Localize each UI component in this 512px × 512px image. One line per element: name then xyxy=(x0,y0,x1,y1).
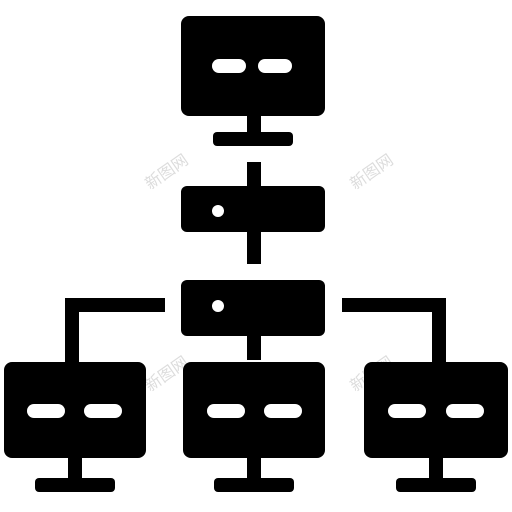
monitor-bottom-right xyxy=(364,362,508,492)
screen-indicator xyxy=(212,59,246,73)
server-led xyxy=(212,300,224,312)
monitor-top xyxy=(181,16,325,146)
monitor-base xyxy=(35,478,115,492)
monitor-stand xyxy=(429,458,443,480)
monitor-stand xyxy=(68,458,82,480)
monitor-base xyxy=(213,132,293,146)
connector-right-horizontal xyxy=(342,298,446,312)
connector-right-vertical xyxy=(432,298,446,364)
connector-left-horizontal xyxy=(65,298,165,312)
server-unit-upper xyxy=(181,186,325,232)
watermark-text: 新图网 xyxy=(346,150,396,193)
monitor-screen xyxy=(181,16,325,116)
screen-indicator xyxy=(264,404,302,418)
connector-bottom xyxy=(247,336,261,360)
monitor-bottom-left xyxy=(4,362,146,492)
connector-left-vertical xyxy=(65,298,79,364)
server-unit-lower xyxy=(181,280,325,336)
monitor-stand xyxy=(247,458,261,480)
screen-indicator xyxy=(388,404,426,418)
connectors xyxy=(65,162,446,364)
screen-indicator xyxy=(84,404,122,418)
screen-indicator xyxy=(258,59,292,73)
connector-middle xyxy=(247,232,261,264)
monitor-screen xyxy=(4,362,146,458)
monitor-bottom-center xyxy=(183,362,325,492)
server-body xyxy=(181,186,325,232)
server-led xyxy=(212,205,224,217)
server-body xyxy=(181,280,325,336)
monitor-base xyxy=(214,478,294,492)
monitor-screen xyxy=(183,362,325,458)
connector-top xyxy=(247,162,261,186)
screen-indicator xyxy=(446,404,484,418)
screen-indicator xyxy=(27,404,65,418)
monitor-screen xyxy=(364,362,508,458)
monitor-base xyxy=(396,478,476,492)
screen-indicator xyxy=(207,404,245,418)
